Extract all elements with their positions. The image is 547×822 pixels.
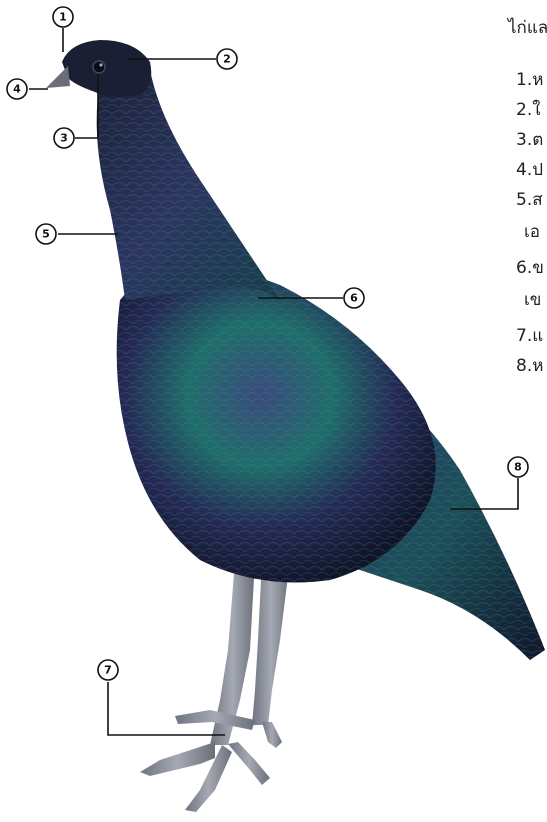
callout-7: 7	[98, 660, 118, 680]
legs	[140, 560, 290, 812]
callout-3: 3	[54, 128, 74, 148]
svg-text:8: 8	[514, 461, 522, 474]
legend-line: 4.ป	[516, 162, 543, 179]
beak	[46, 66, 70, 88]
eye	[93, 61, 105, 73]
svg-text:3: 3	[60, 132, 68, 145]
callout-6: 6	[344, 288, 364, 308]
legend-line: 2.ใ	[516, 102, 541, 119]
legend-line: 8.ห	[516, 358, 543, 375]
legend-line: เข	[524, 292, 541, 309]
legend-title: ไก่แล	[508, 20, 547, 37]
callout-1: 1	[53, 7, 73, 27]
legend-line: 5.ส	[516, 192, 543, 209]
svg-text:1: 1	[59, 11, 67, 24]
svg-text:4: 4	[13, 83, 21, 96]
svg-text:2: 2	[223, 53, 231, 66]
callout-2: 2	[217, 49, 237, 69]
callout-4: 4	[7, 79, 27, 99]
svg-text:7: 7	[104, 664, 112, 677]
legend-line: เอ	[524, 224, 540, 241]
callout-5: 5	[36, 224, 56, 244]
svg-text:6: 6	[350, 292, 358, 305]
legend-line: 6.ข	[516, 260, 544, 277]
callout-8: 8	[508, 457, 528, 477]
legend-line: 3.ต	[516, 132, 543, 149]
legend-line: 7.แ	[516, 328, 543, 345]
legend-line: 1.ห	[516, 72, 543, 89]
svg-text:5: 5	[42, 228, 50, 241]
